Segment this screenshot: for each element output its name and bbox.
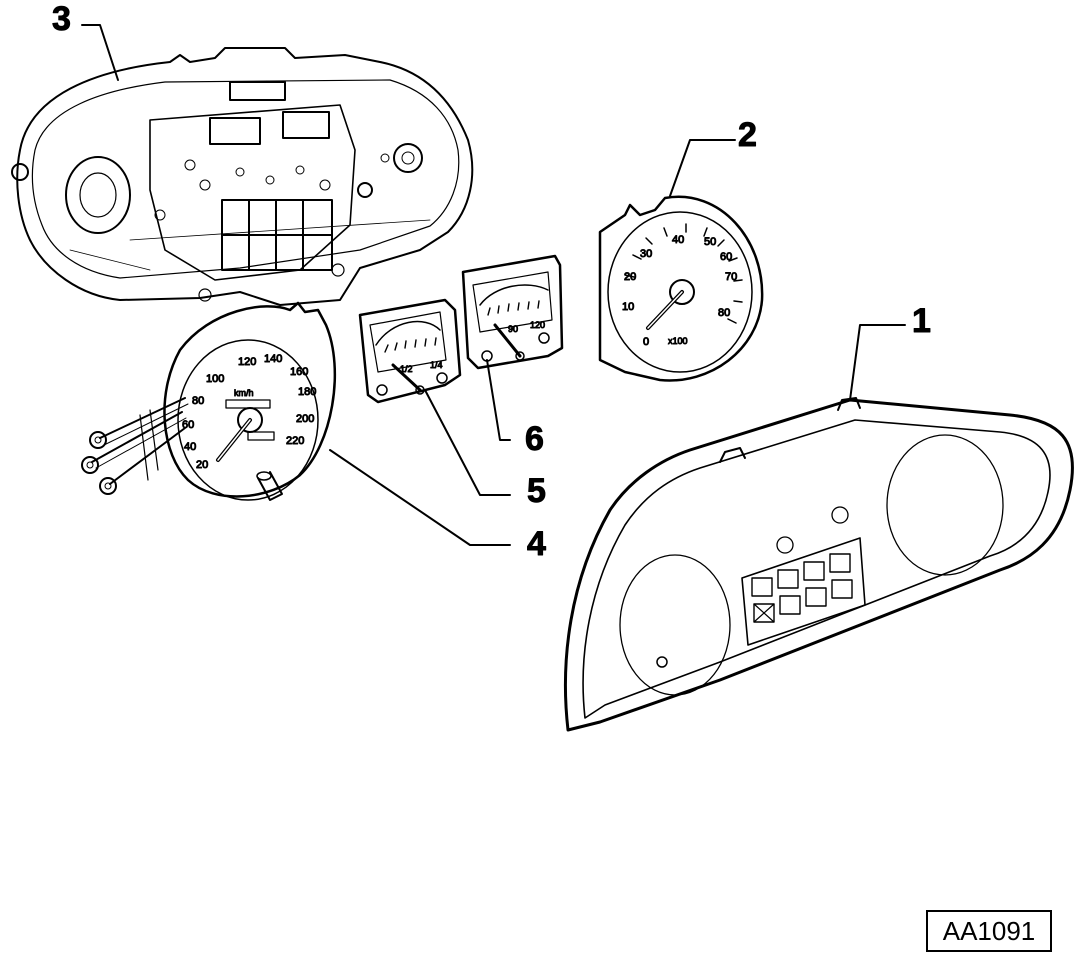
tachometer-part-2: 0 10 20 30 40 50 60 70 80 x100 xyxy=(598,195,764,382)
callout-2: 2 xyxy=(738,116,757,154)
speed-label-80: 80 xyxy=(192,395,204,407)
speed-label-100: 100 xyxy=(206,373,224,385)
speed-label-120: 120 xyxy=(238,356,256,368)
callout-1: 1 xyxy=(912,302,931,340)
temp-label-120: 120 xyxy=(530,320,545,330)
front-cover-part-1 xyxy=(563,397,1074,732)
fuel-label-half: 1/2 xyxy=(400,364,413,374)
speed-label-180: 180 xyxy=(298,386,316,398)
speed-label-220: 220 xyxy=(286,435,304,447)
speed-label-160: 160 xyxy=(290,366,308,378)
tach-label-30: 30 xyxy=(640,248,652,260)
tach-label-50: 50 xyxy=(704,236,716,248)
speed-label-20: 20 xyxy=(196,459,208,471)
speed-label-200: 200 xyxy=(296,413,314,425)
callout-5: 5 xyxy=(527,472,546,510)
speed-label-60: 60 xyxy=(182,419,194,431)
tach-label-80: 80 xyxy=(718,307,730,319)
temp-label-90: 90 xyxy=(508,324,518,334)
callout-3: 3 xyxy=(52,0,71,38)
tach-label-0: 0 xyxy=(643,336,649,348)
speedometer-part-4: 20 40 60 80 100 120 140 160 180 200 220 … xyxy=(81,301,337,501)
tach-label-20: 20 xyxy=(624,271,636,283)
fuel-gauge-part-5: 1/2 1/4 xyxy=(358,298,462,404)
reference-code-box: AA1091 xyxy=(926,910,1052,952)
leader-lines xyxy=(81,24,906,546)
callout-4: 4 xyxy=(527,525,546,563)
reference-code: AA1091 xyxy=(942,915,1036,946)
speed-unit: km/h xyxy=(234,388,254,398)
tach-label-10: 10 xyxy=(622,301,634,313)
tach-label-40: 40 xyxy=(672,234,684,246)
callout-6: 6 xyxy=(525,420,544,458)
tach-label-60: 60 xyxy=(720,251,732,263)
speed-label-40: 40 xyxy=(184,441,196,453)
tach-label-70: 70 xyxy=(725,271,737,283)
fuel-label-quarter: 1/4 xyxy=(430,360,443,370)
rear-housing-part-3 xyxy=(11,47,474,306)
temperature-gauge-part-6: 90 120 xyxy=(461,254,564,370)
speed-label-140: 140 xyxy=(264,353,282,365)
tach-unit: x100 xyxy=(668,336,688,346)
